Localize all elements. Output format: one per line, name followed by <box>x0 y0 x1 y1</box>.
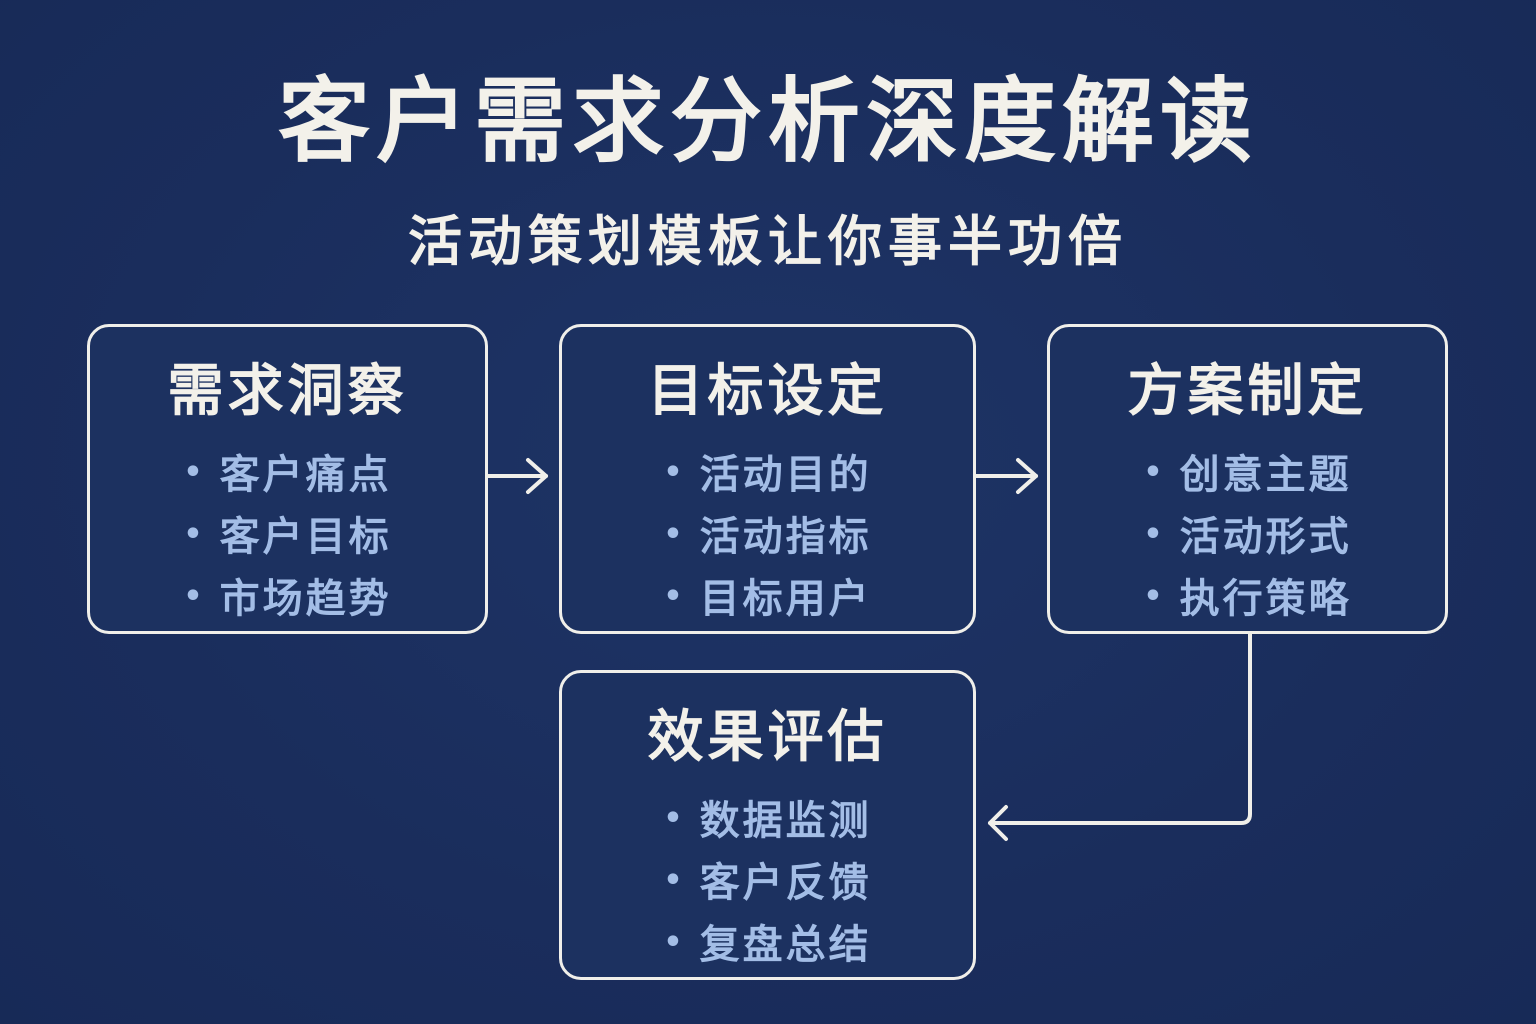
step-title: 需求洞察 <box>167 359 408 424</box>
page-subtitle: 活动策划模板让你事半功倍 <box>408 210 1128 273</box>
bullet-icon: • <box>663 579 686 614</box>
bullet-icon: • <box>663 455 686 490</box>
step-title: 方案制定 <box>1127 359 1368 424</box>
bullet-icon: • <box>183 517 206 552</box>
bullet-icon: • <box>663 801 686 836</box>
list-item: •创意主题 <box>1143 452 1352 498</box>
list-item: •活动指标 <box>663 514 872 560</box>
list-item: •客户目标 <box>183 514 392 560</box>
bullet-icon: • <box>1143 455 1166 490</box>
bullet-icon: • <box>663 517 686 552</box>
step-card-effect-evaluation: 效果评估 •数据监测 •客户反馈 •复盘总结 <box>559 670 976 980</box>
bullet-icon: • <box>1143 579 1166 614</box>
list-item: •复盘总结 <box>663 922 872 968</box>
list-item: •活动目的 <box>663 452 872 498</box>
step-title: 效果评估 <box>647 705 888 770</box>
bullet-icon: • <box>663 863 686 898</box>
list-item: •客户反馈 <box>663 860 872 906</box>
step-card-goal-setting: 目标设定 •活动目的 •活动指标 •目标用户 <box>559 324 976 634</box>
list-item: •数据监测 <box>663 798 872 844</box>
list-item: •活动形式 <box>1143 514 1352 560</box>
bullet-icon: • <box>1143 517 1166 552</box>
step-card-demand-insight: 需求洞察 •客户痛点 •客户目标 •市场趋势 <box>87 324 488 634</box>
bullet-icon: • <box>663 925 686 960</box>
page-title: 客户需求分析深度解读 <box>277 68 1258 175</box>
arrow-right-icon <box>486 458 548 494</box>
arrow-left-icon <box>988 632 1252 841</box>
list-item: •执行策略 <box>1143 576 1352 622</box>
arrow-right-icon <box>974 458 1038 494</box>
step-card-plan-making: 方案制定 •创意主题 •活动形式 •执行策略 <box>1047 324 1448 634</box>
list-item: •客户痛点 <box>183 452 392 498</box>
bullet-icon: • <box>183 455 206 490</box>
list-item: •目标用户 <box>663 576 872 622</box>
list-item: •市场趋势 <box>183 576 392 622</box>
step-title: 目标设定 <box>647 359 888 424</box>
bullet-icon: • <box>183 579 206 614</box>
